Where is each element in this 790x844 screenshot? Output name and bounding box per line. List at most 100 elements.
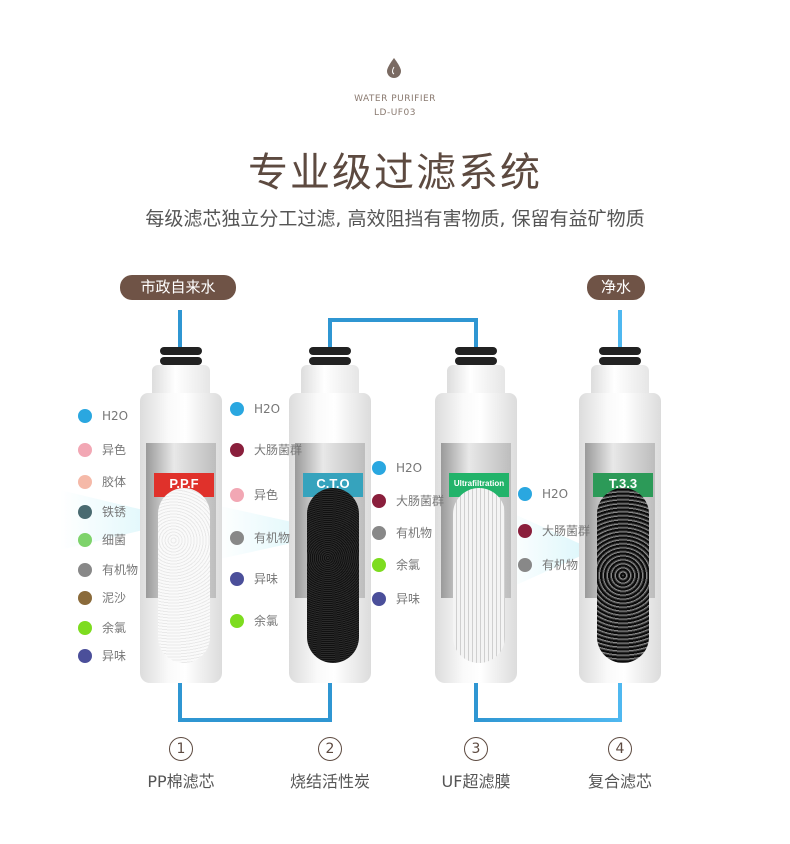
contaminant-label: H2O <box>102 409 129 423</box>
contaminant-item: H2O <box>230 402 280 416</box>
contaminant-label: 胶体 <box>102 475 127 489</box>
brand-line: WATER PURIFIER <box>354 94 436 104</box>
contaminant-label: 大肠菌群 <box>542 524 591 538</box>
water-drop-logo-icon <box>387 58 401 78</box>
contaminant-icon <box>372 557 386 572</box>
contaminant-label: 有机物 <box>542 558 579 572</box>
contaminant-label: 异味 <box>102 649 127 663</box>
contaminant-item: 异味 <box>230 570 278 587</box>
contaminant-item: H2O <box>372 461 422 475</box>
filter-media-window <box>158 488 210 663</box>
filter-cartridge-1: P.P.F <box>140 345 222 685</box>
contaminant-label: 泥沙 <box>102 591 127 605</box>
contaminant-icon <box>518 487 532 501</box>
cartridge-body: Ultrafiltration <box>435 393 517 683</box>
o-ring <box>160 347 202 355</box>
contaminant-item: 大肠菌群 <box>230 441 302 458</box>
outlet-label: 净水 <box>587 275 645 300</box>
contaminant-label: 余氯 <box>102 621 127 635</box>
contaminant-item: 异味 <box>78 647 126 664</box>
contaminant-icon <box>78 590 92 605</box>
o-ring <box>309 347 351 355</box>
contaminant-label: 大肠菌群 <box>254 443 303 457</box>
contaminant-label: 异味 <box>254 572 279 586</box>
contaminant-label: H2O <box>542 487 569 501</box>
page-subtitle: 每级滤芯独立分工过滤, 高效阻挡有害物质, 保留有益矿物质 <box>145 208 645 230</box>
pipe <box>178 682 182 722</box>
pipe-1-2-bottom <box>178 718 332 722</box>
o-ring <box>160 357 202 365</box>
stage-number: 1 <box>169 737 193 761</box>
contaminant-item: 有机物 <box>518 556 578 573</box>
contaminant-icon <box>230 571 244 586</box>
contaminant-label: 大肠菌群 <box>396 494 445 508</box>
outlet-pipe <box>618 310 622 350</box>
stage-name: PP棉滤芯 <box>147 772 215 791</box>
stage-name: 复合滤芯 <box>587 772 652 791</box>
filter-media-window <box>597 488 649 663</box>
contaminant-item: 泥沙 <box>78 589 126 606</box>
contaminant-label: 有机物 <box>254 531 291 545</box>
contaminant-item: 异味 <box>372 590 420 607</box>
contaminant-label: H2O <box>254 402 281 416</box>
stage-number: 2 <box>318 737 342 761</box>
filter-cartridge-4: T.3.3 <box>579 345 661 685</box>
contaminant-label: H2O <box>396 461 423 475</box>
cartridge-body: T.3.3 <box>579 393 661 683</box>
contaminant-item: 余氯 <box>230 612 278 629</box>
contaminant-label: 余氯 <box>254 614 279 628</box>
stage-number: 4 <box>608 737 632 761</box>
contaminant-label: 余氯 <box>396 558 421 572</box>
contaminant-item: 余氯 <box>372 556 420 573</box>
contaminant-label: 细菌 <box>102 533 127 547</box>
stage-name: 烧结活性炭 <box>289 772 370 791</box>
contaminant-icon <box>230 530 244 545</box>
o-ring <box>599 357 641 365</box>
contaminant-icon <box>230 442 244 457</box>
filter-media-window <box>307 488 359 663</box>
contaminant-item: 细菌 <box>78 531 126 548</box>
inlet-pipe <box>178 310 182 350</box>
contaminant-item: 大肠菌群 <box>518 522 590 539</box>
contaminant-item: 异色 <box>78 441 126 458</box>
filter-media-window <box>453 488 505 663</box>
filter-cartridge-2: C.T.O <box>289 345 371 685</box>
contaminant-icon <box>372 461 386 475</box>
contaminant-item: 胶体 <box>78 473 126 490</box>
o-ring <box>309 357 351 365</box>
contaminant-icon <box>78 504 92 519</box>
contaminant-icon <box>372 591 386 606</box>
contaminant-item: 大肠菌群 <box>372 492 444 509</box>
contaminant-icon <box>518 523 532 538</box>
contaminant-label: 有机物 <box>102 563 139 577</box>
cartridge-badge: C.T.O <box>303 473 363 497</box>
contaminant-item: 有机物 <box>230 529 290 546</box>
model-line: LD-UF03 <box>374 108 416 118</box>
o-ring <box>455 347 497 355</box>
contaminant-label: 异色 <box>102 443 127 457</box>
contaminant-icon <box>78 532 92 547</box>
pipe-2-3-top <box>328 318 478 322</box>
pipe <box>328 318 332 350</box>
contaminant-icon <box>78 620 92 635</box>
stage-name: UF超滤膜 <box>441 772 511 791</box>
contaminant-item: 余氯 <box>78 619 126 636</box>
inlet-label: 市政自来水 <box>120 275 236 300</box>
pipe <box>474 682 478 722</box>
pipe <box>618 682 622 722</box>
contaminant-icon <box>78 648 92 663</box>
contaminant-icon <box>230 613 244 628</box>
filter-cartridge-3: Ultrafiltration <box>435 345 517 685</box>
page-title: 专业级过滤系统 <box>248 150 542 196</box>
contaminant-label: 异色 <box>254 488 279 502</box>
contaminant-icon <box>78 562 92 577</box>
contaminant-icon <box>230 487 244 502</box>
stage-number: 3 <box>464 737 488 761</box>
contaminant-item: H2O <box>518 487 568 501</box>
contaminant-icon <box>372 493 386 508</box>
contaminant-label: 有机物 <box>396 526 433 540</box>
contaminant-icon <box>372 525 386 540</box>
cartridge-body: C.T.O <box>289 393 371 683</box>
contaminant-icon <box>78 474 92 489</box>
